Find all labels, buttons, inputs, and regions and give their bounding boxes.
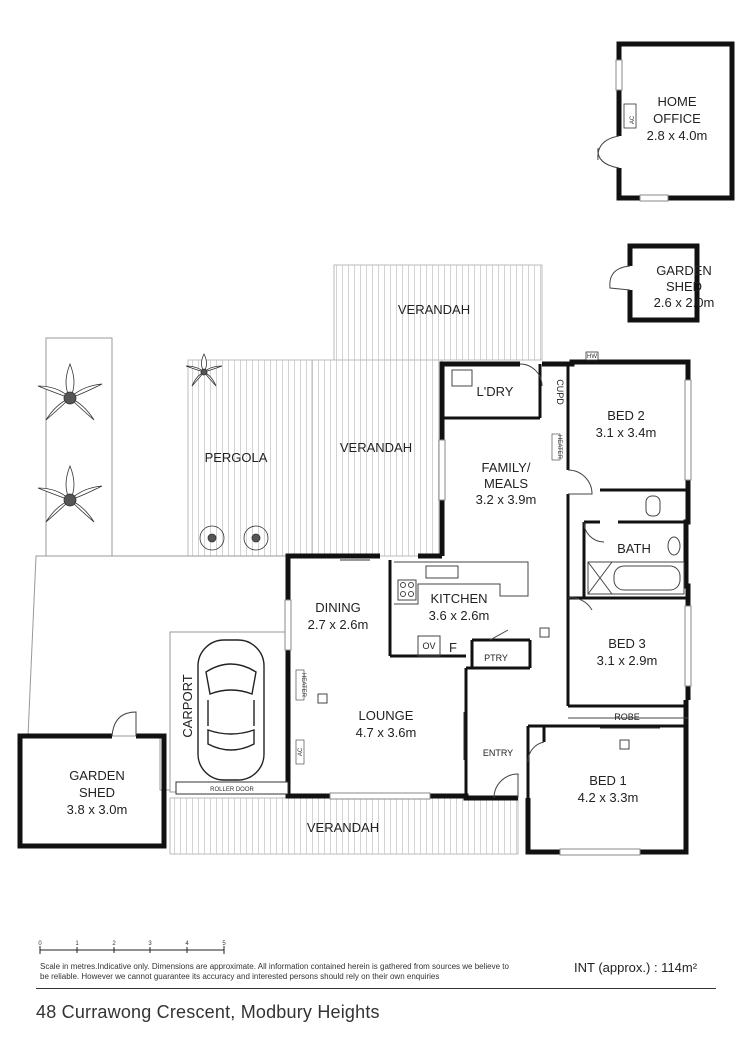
home-office-label: HOME bbox=[658, 94, 697, 109]
footer-divider bbox=[36, 988, 716, 989]
family-label-2: MEALS bbox=[484, 476, 528, 491]
scale-tick-4: 4 bbox=[185, 941, 189, 947]
house-walls bbox=[284, 351, 692, 856]
dining-label: DINING bbox=[315, 600, 361, 615]
disclaimer-text: Scale in metres.Indicative only. Dimensi… bbox=[40, 962, 509, 981]
carport-label: CARPORT bbox=[180, 674, 195, 737]
fridge-label: F bbox=[449, 640, 457, 655]
garden-shed-left-label: GARDEN bbox=[69, 768, 125, 783]
kitchen-size: 3.6 x 2.6m bbox=[429, 608, 490, 623]
area-summary: INT (approx.) : 114m² bbox=[574, 960, 698, 975]
home-office-size: 2.8 x 4.0m bbox=[647, 128, 708, 143]
bed2-label: BED 2 bbox=[607, 408, 645, 423]
scale-tick-0: 0 bbox=[38, 941, 42, 947]
scale-tick-1: 1 bbox=[75, 941, 79, 947]
laundry-label: L'DRY bbox=[477, 384, 514, 399]
ac-label-2: AC bbox=[298, 747, 304, 756]
entry-label: ENTRY bbox=[483, 748, 513, 758]
scale-tick-3: 3 bbox=[148, 941, 152, 947]
oven-label: OV bbox=[422, 641, 435, 651]
bed3-size: 3.1 x 2.9m bbox=[597, 653, 658, 668]
heater-label: HEATER bbox=[556, 435, 562, 460]
ac-label: AC bbox=[630, 115, 636, 124]
hw-label: HW bbox=[587, 354, 597, 360]
verandah-mid-label: VERANDAH bbox=[340, 440, 412, 455]
heater-label-2: HEATER bbox=[300, 673, 306, 698]
lounge-label: LOUNGE bbox=[359, 708, 414, 723]
roller-door bbox=[175, 781, 289, 795]
car-icon bbox=[197, 639, 265, 781]
garden-shed-top-label: GARDEN bbox=[656, 263, 712, 278]
bed3-label: BED 3 bbox=[608, 636, 646, 651]
ptry-label: PTRY bbox=[484, 653, 508, 663]
plant-icon bbox=[37, 353, 269, 551]
scale-bar: 0 1 2 3 4 5 bbox=[38, 941, 226, 954]
bed2-size: 3.1 x 3.4m bbox=[596, 425, 657, 440]
garden-shed-left-size: 3.8 x 3.0m bbox=[67, 802, 128, 817]
pergola-label: PERGOLA bbox=[205, 450, 268, 465]
roller-door-label: ROLLER DOOR bbox=[210, 787, 254, 793]
dining-size: 2.7 x 2.6m bbox=[308, 617, 369, 632]
home-office-room bbox=[597, 41, 735, 202]
bed1-size: 4.2 x 3.3m bbox=[578, 790, 639, 805]
home-office-label-2: OFFICE bbox=[653, 111, 701, 126]
robe-label: ROBE bbox=[614, 712, 640, 722]
verandah-top-label: VERANDAH bbox=[398, 302, 470, 317]
family-size: 3.2 x 3.9m bbox=[476, 492, 537, 507]
garden-shed-top-room bbox=[609, 243, 700, 323]
family-label: FAMILY/ bbox=[482, 460, 531, 475]
scale-tick-2: 2 bbox=[112, 941, 116, 947]
verandah-bottom-area bbox=[169, 797, 519, 855]
bath-label: BATH bbox=[617, 541, 651, 556]
lounge-size: 4.7 x 3.6m bbox=[356, 725, 417, 740]
property-address: 48 Currawong Crescent, Modbury Heights bbox=[36, 1002, 380, 1022]
verandah-top-area bbox=[311, 264, 543, 557]
cupd-label: CUPD bbox=[555, 379, 565, 405]
garden-shed-left-room bbox=[17, 711, 167, 849]
bed1-label: BED 1 bbox=[589, 773, 627, 788]
verandah-bottom-label: VERANDAH bbox=[307, 820, 379, 835]
garden-shed-left-label-2: SHED bbox=[79, 785, 115, 800]
pergola-area bbox=[187, 359, 313, 557]
kitchen-label: KITCHEN bbox=[430, 591, 487, 606]
garden-shed-top-label-2: SHED bbox=[666, 279, 702, 294]
scale-tick-5: 5 bbox=[222, 941, 226, 947]
garden-shed-top-size: 2.6 x 2.0m bbox=[654, 295, 715, 310]
